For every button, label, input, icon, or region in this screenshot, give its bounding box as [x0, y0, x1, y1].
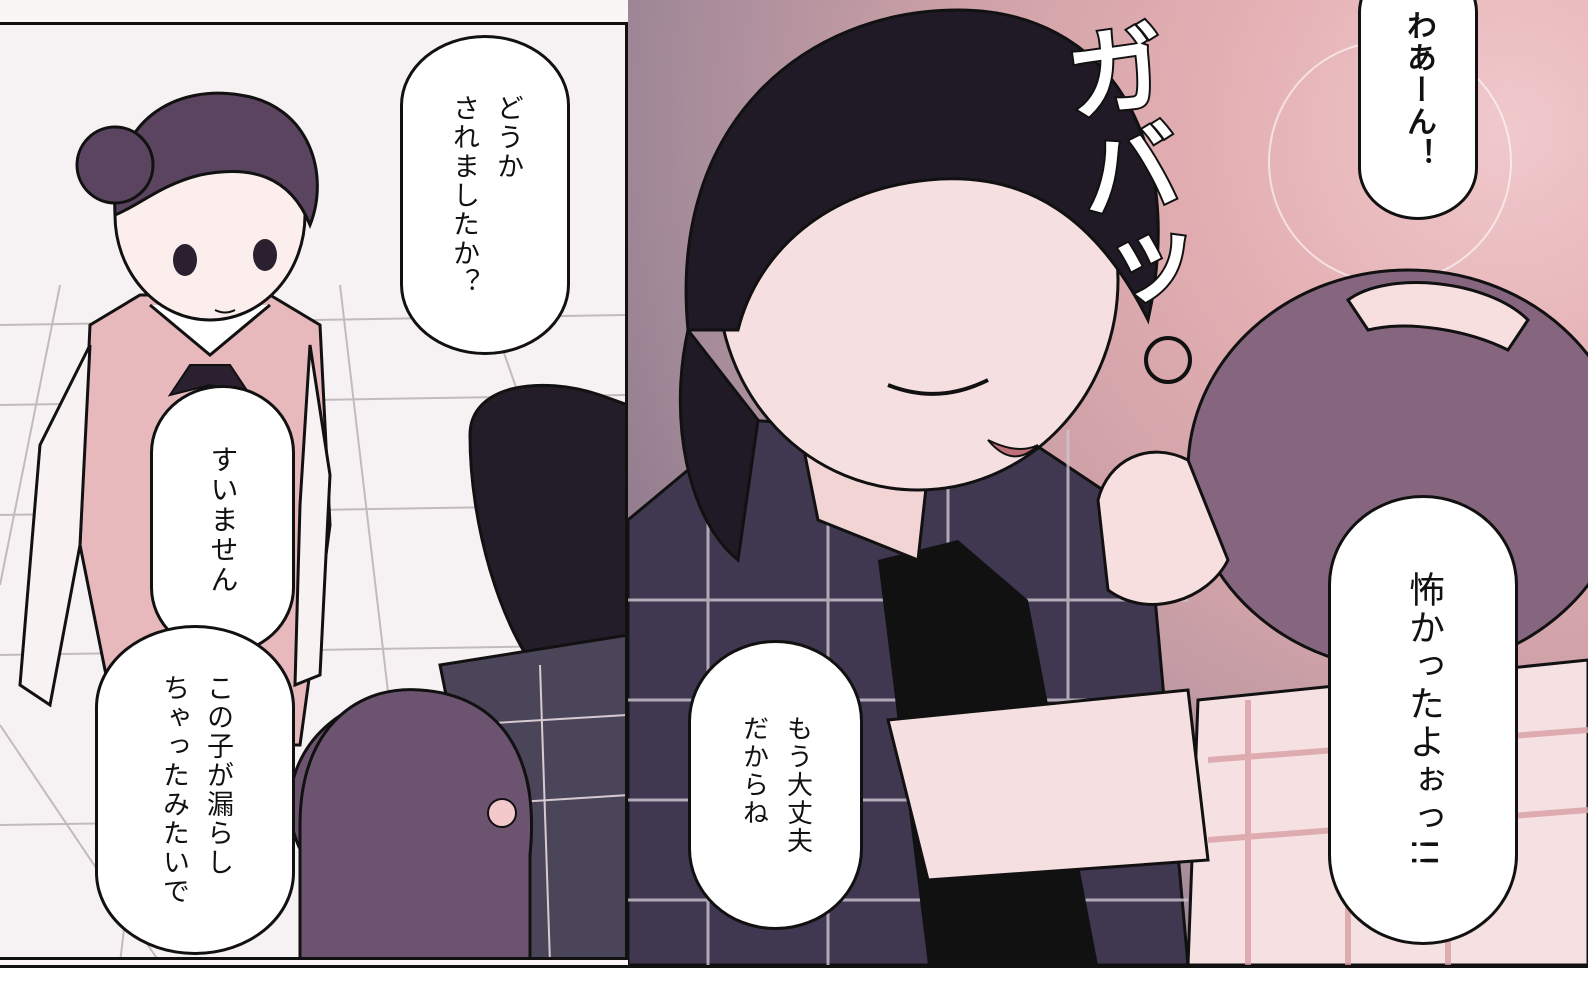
speech-bubble-cry: わあーん！: [1358, 0, 1478, 220]
bubble-explain-text: この子が漏らし ちゃったみたいで: [158, 674, 233, 906]
bubble-scared-text: 怖かったよぉっ!!: [1403, 570, 1444, 870]
bubble-comfort-text: もう大丈夫 だからね: [738, 715, 813, 855]
panel-left: どうか されましたか？ すいません この子が漏らし ちゃったみたいで: [0, 22, 628, 960]
bubble-apology-text: すいません: [206, 445, 240, 595]
speech-bubble-scared: 怖かったよぉっ!!: [1328, 495, 1518, 945]
page-gutter: [0, 965, 1588, 989]
speech-bubble-comfort: もう大丈夫 だからね: [688, 640, 863, 930]
speech-bubble-question: どうか されましたか？: [400, 35, 570, 355]
speech-bubble-apology: すいません: [150, 385, 295, 655]
bubble-cry-text: わあーん！: [1401, 10, 1436, 170]
panel-right: わあーん！ ガバッ ギュッ もう大丈夫 だからね 怖かったよぉっ!!: [628, 0, 1588, 965]
speech-bubble-explain: この子が漏らし ちゃったみたいで: [95, 625, 295, 955]
mother-child-figures: [288, 383, 625, 957]
bubble-question-text: どうか されましたか？: [448, 93, 523, 297]
